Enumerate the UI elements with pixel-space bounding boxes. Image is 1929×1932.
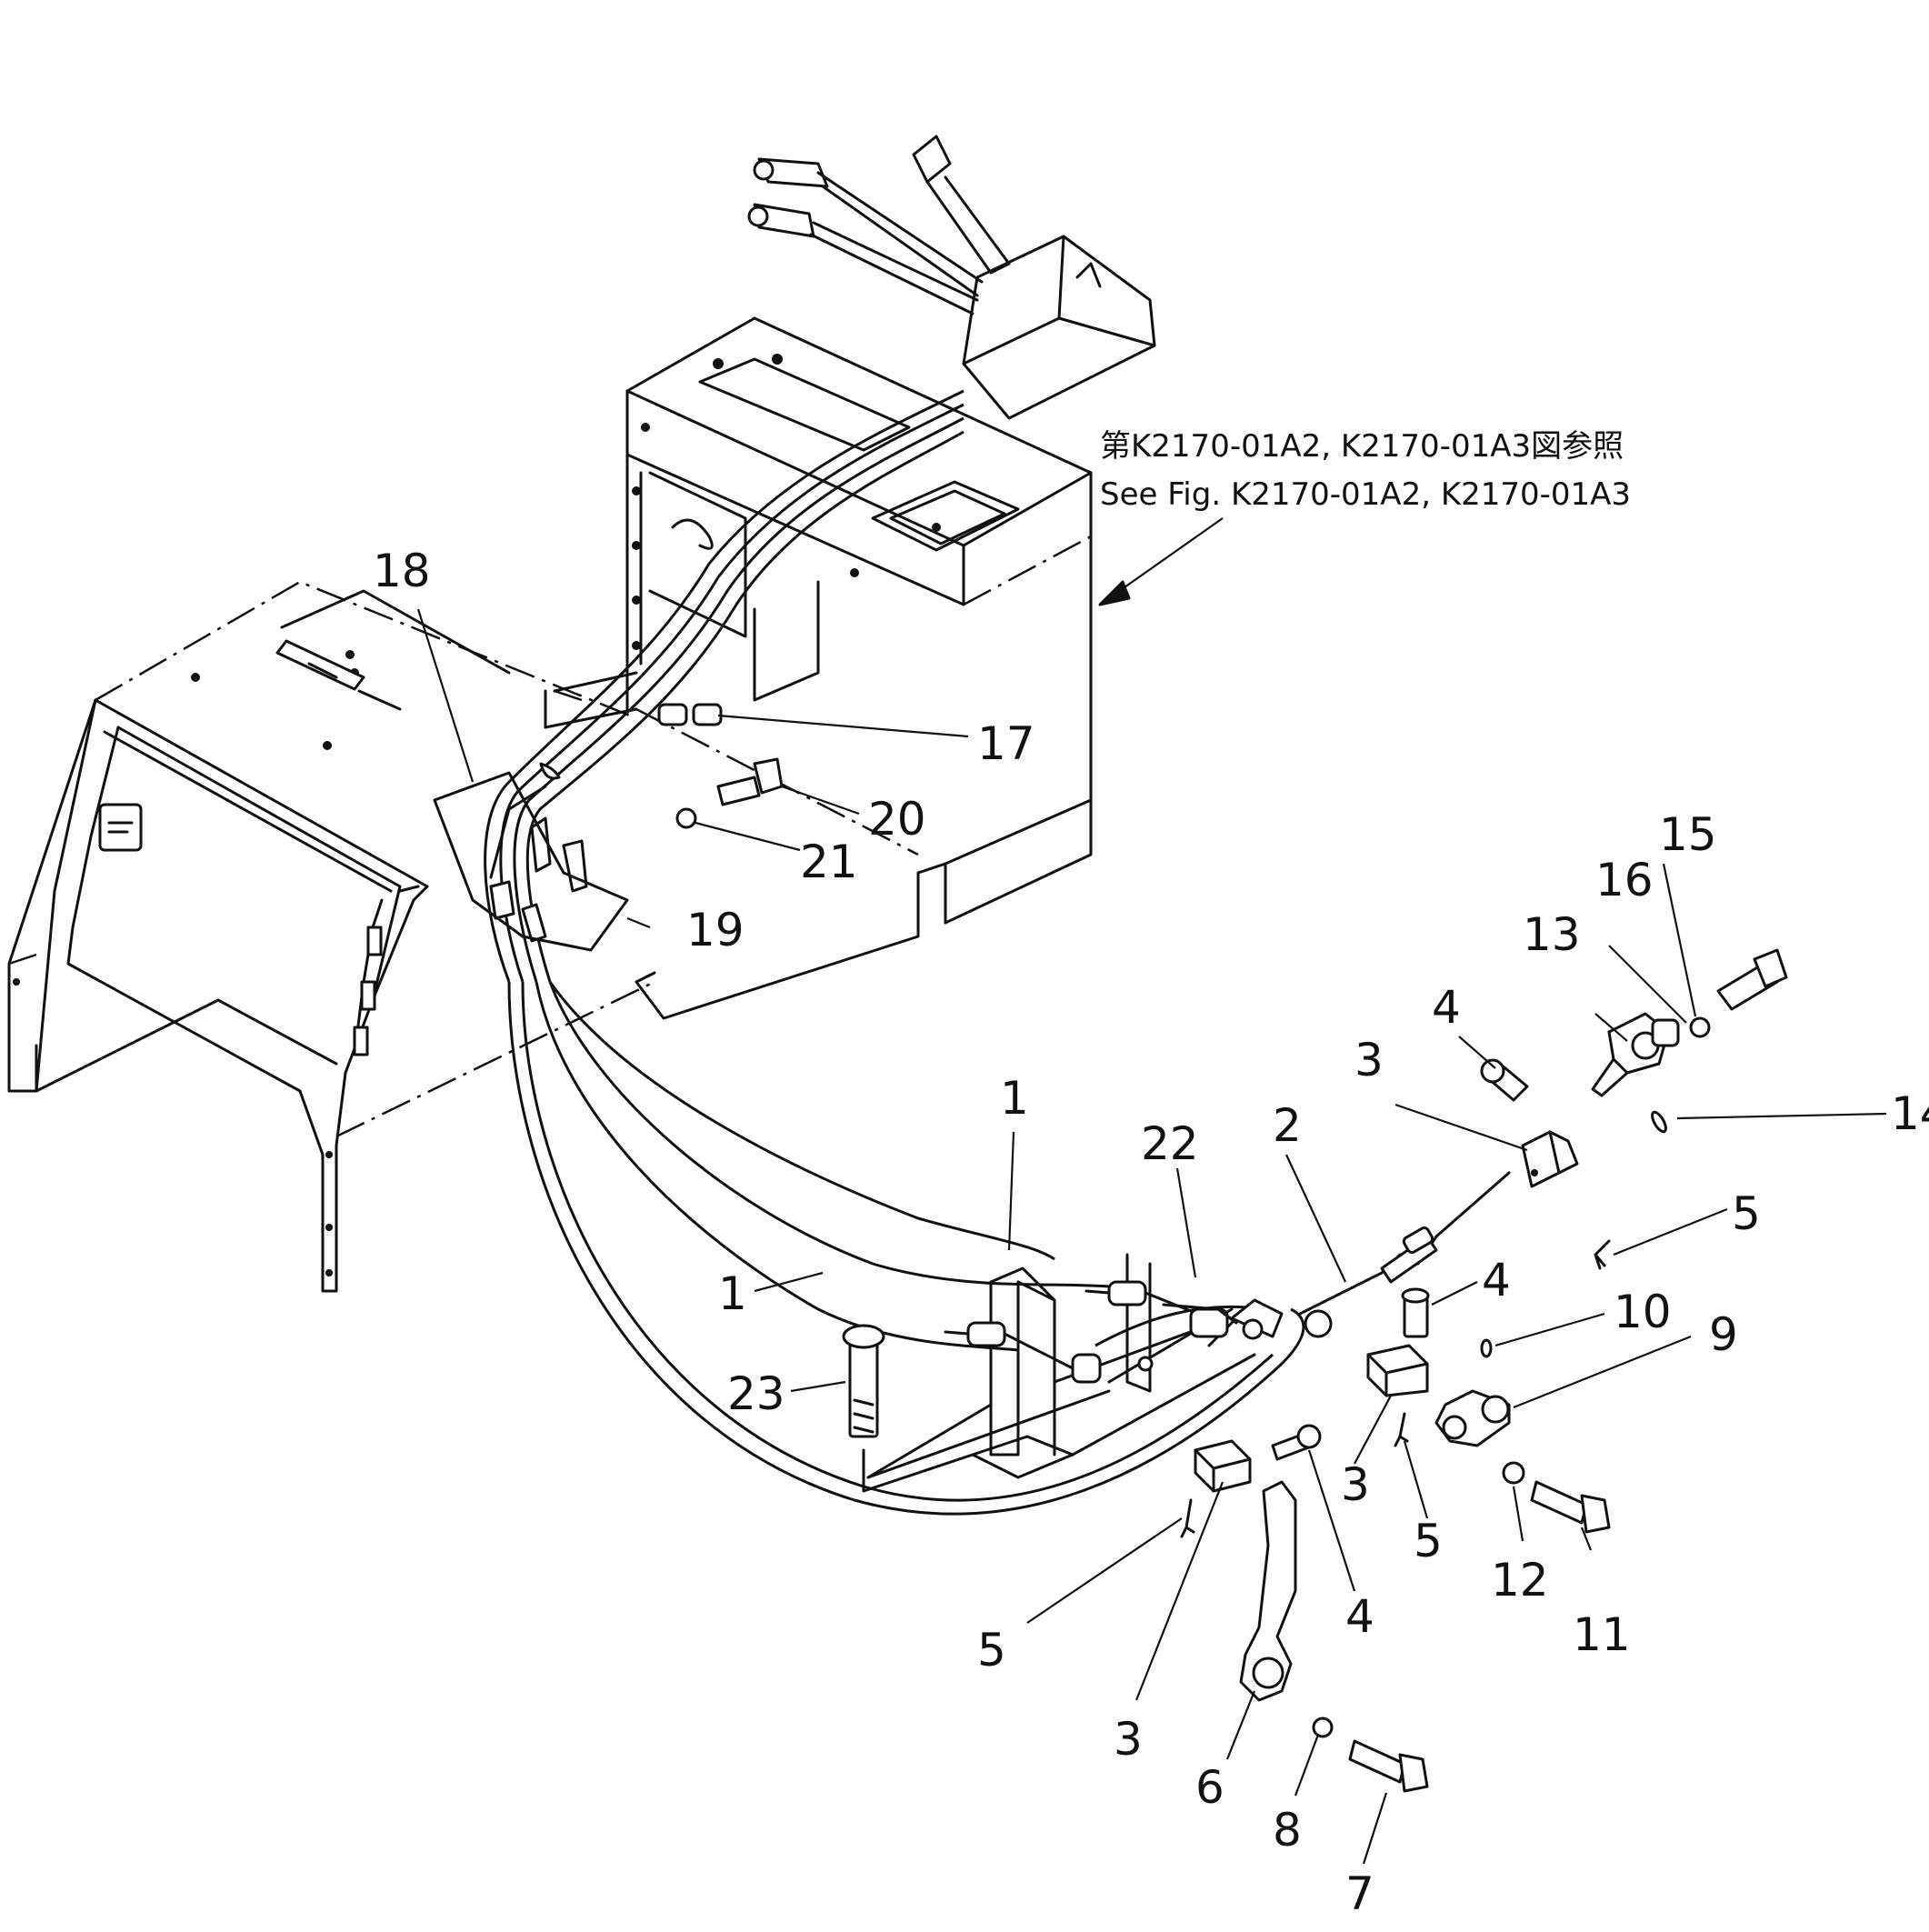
callout-6: 6 (1195, 1761, 1224, 1814)
callout-4-lower: 4 (1345, 1590, 1374, 1643)
callout-5-top: 5 (1732, 1187, 1761, 1240)
callout-2: 2 (1273, 1099, 1302, 1152)
callout-17: 17 (977, 717, 1035, 770)
callout-11: 11 (1573, 1608, 1631, 1661)
callout-14: 14 (1891, 1087, 1929, 1140)
callout-3-lower: 3 (1114, 1713, 1143, 1766)
callout-16: 16 (1595, 854, 1654, 906)
main-frame (335, 316, 1093, 1138)
callout-22: 22 (1141, 1117, 1199, 1170)
callout-7: 7 (1345, 1867, 1374, 1920)
callout-8: 8 (1273, 1804, 1302, 1857)
reference-note-en: See Fig. K2170-01A2, K2170-01A3 (1100, 476, 1631, 513)
callout-12: 12 (1491, 1554, 1549, 1607)
callout-15: 15 (1659, 808, 1717, 861)
small-parts (675, 757, 1788, 1793)
reference-arrow (1098, 517, 1224, 606)
callout-numbers: 18 17 20 21 19 15 16 13 4 3 14 1 22 2 5 … (373, 545, 1929, 1920)
callout-3-top: 3 (1354, 1034, 1384, 1086)
callout-23: 23 (727, 1367, 785, 1420)
callout-19: 19 (686, 904, 745, 956)
callout-1-lower: 1 (718, 1267, 747, 1320)
callout-1-upper: 1 (1000, 1072, 1029, 1125)
callout-4-top: 4 (1432, 981, 1461, 1034)
callout-3-middle: 3 (1341, 1458, 1370, 1511)
callout-21: 21 (800, 836, 858, 888)
leader-lines (416, 608, 1887, 1865)
callout-13: 13 (1523, 908, 1581, 961)
callout-18: 18 (373, 545, 431, 597)
callout-4-middle: 4 (1482, 1254, 1511, 1306)
reference-note-jp: 第K2170-01A2, K2170-01A3図参照 (1100, 428, 1624, 465)
callout-9: 9 (1709, 1308, 1738, 1361)
control-cables (484, 389, 1305, 1516)
cable-clamps (433, 703, 723, 952)
callout-20: 20 (868, 793, 926, 846)
rear-frame (7, 580, 637, 1293)
control-lever (747, 135, 1156, 420)
callout-5-lower: 5 (977, 1624, 1006, 1677)
callout-5-middle: 5 (1414, 1515, 1443, 1567)
bracket-assembly (866, 1171, 1511, 1479)
callout-10: 10 (1614, 1286, 1672, 1338)
